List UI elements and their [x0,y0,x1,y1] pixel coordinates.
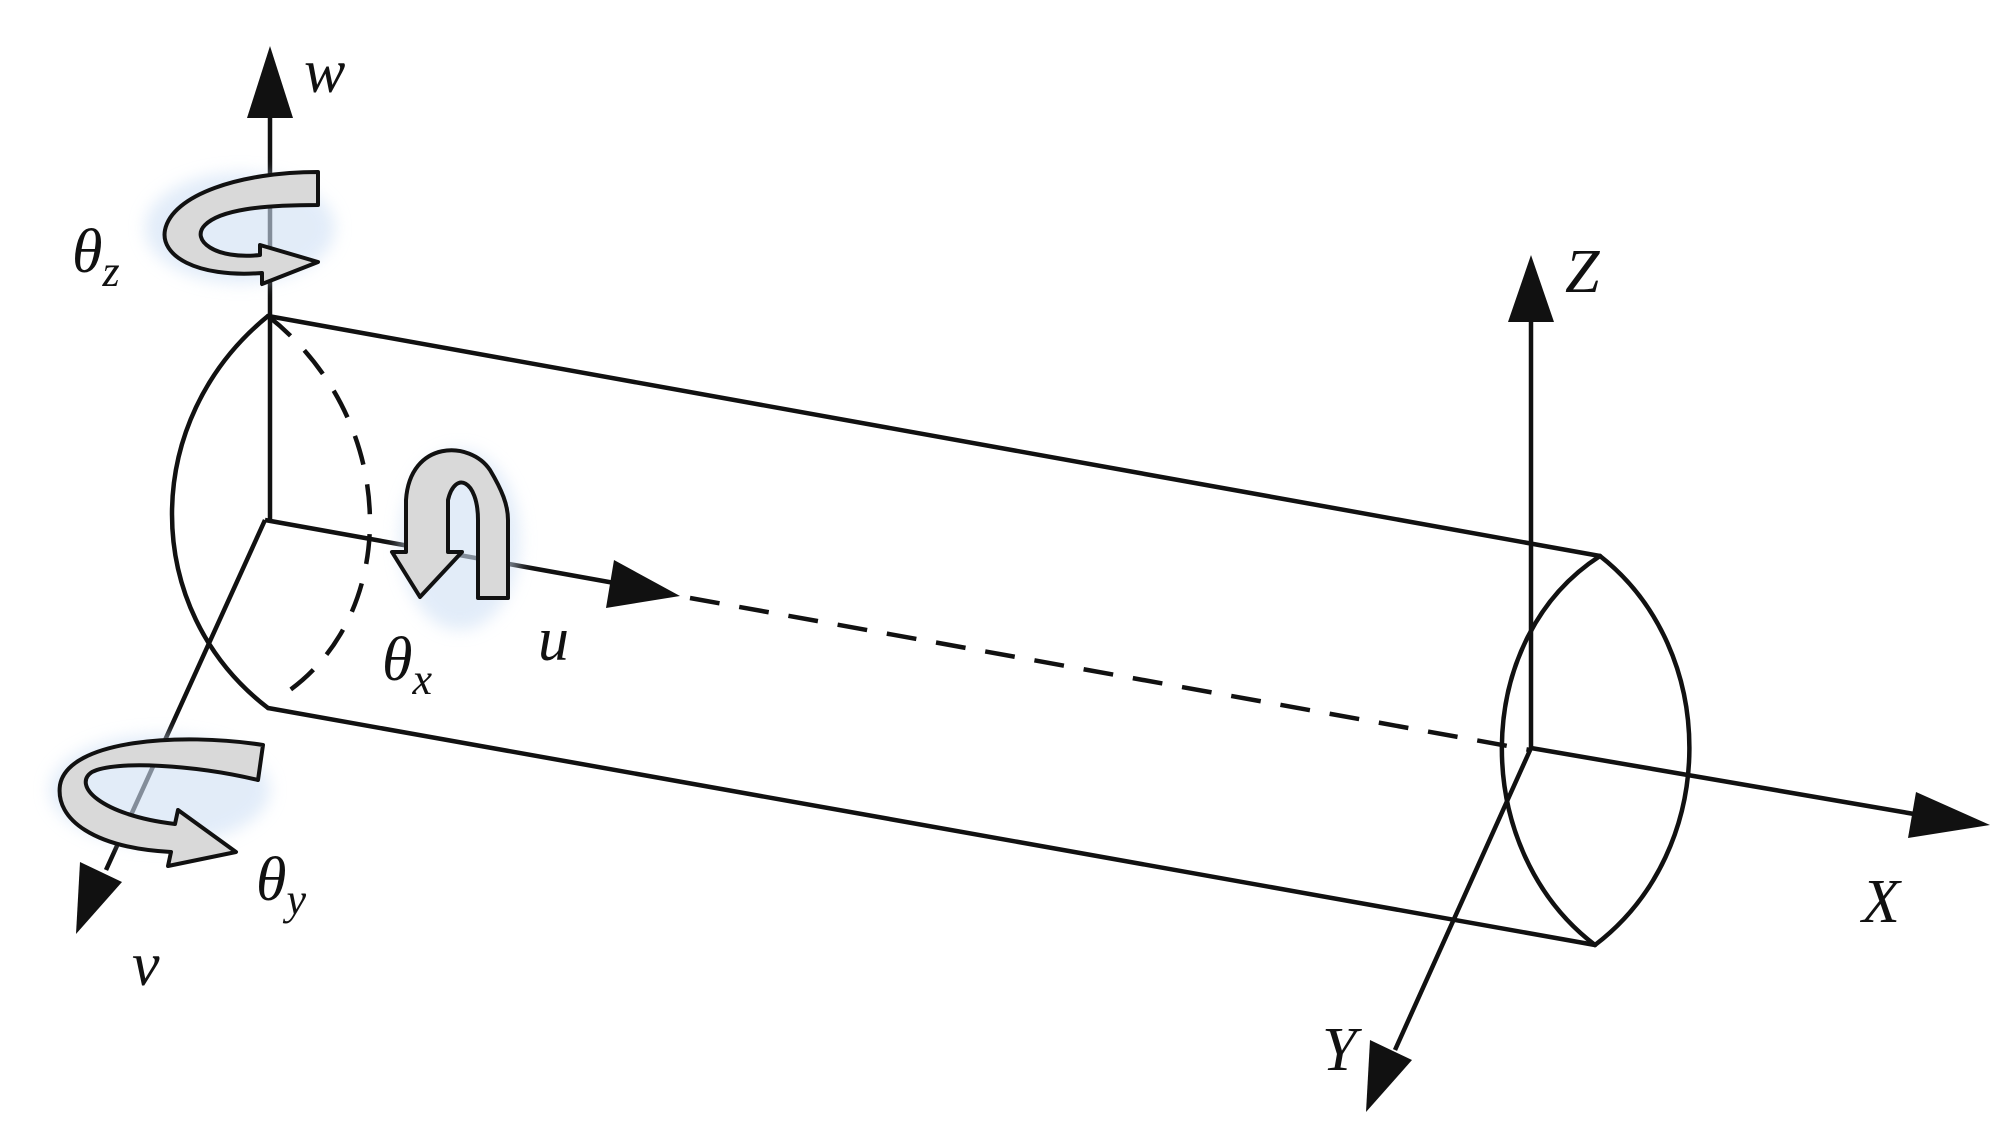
theta-y-subscript: y [282,875,306,924]
theta-x-symbol: θ [382,626,412,694]
rotation-arrow-theta-y [50,735,270,868]
Y-axis-arrowhead [1366,1040,1412,1112]
X-axis-line [1530,745,1921,818]
v-axis-arrowhead [76,862,122,934]
cylinder-bottom-edge [265,705,1598,948]
beam-centerline-dashed [689,595,1531,753]
label-Y: Y [1322,1016,1362,1084]
Y-axis-line [1392,747,1534,1051]
label-v: v [132,931,160,999]
labels: w u v Z X Y θz θx θy [72,38,1902,1084]
theta-z-subscript: z [101,247,119,296]
label-Z: Z [1565,238,1600,306]
rotation-arrow-theta-z [145,170,335,286]
X-axis-arrowhead [1908,792,1990,838]
theta-z-symbol: θ [72,218,102,286]
label-w: w [304,38,345,106]
label-X: X [1859,868,1902,936]
w-axis-arrowhead [247,46,293,118]
theta-z-band [162,170,320,286]
left-end-back-arc [266,314,373,692]
cylinder-top-edge [265,313,1603,559]
global-axes [1366,255,1990,1112]
label-theta-y: θy [256,846,306,924]
left-end-front-arc [169,313,271,711]
right-end-outer-arc [1592,553,1692,948]
label-theta-x: θx [382,626,432,704]
Z-axis-arrowhead [1508,255,1554,322]
rotation-arrow-theta-x [390,448,520,630]
label-theta-z: θz [72,218,120,296]
u-axis-arrowhead [606,560,680,608]
theta-x-band [390,448,510,600]
theta-x-subscript: x [411,655,432,704]
theta-y-band [57,737,265,868]
theta-y-symbol: θ [256,846,286,914]
label-u: u [538,606,569,674]
